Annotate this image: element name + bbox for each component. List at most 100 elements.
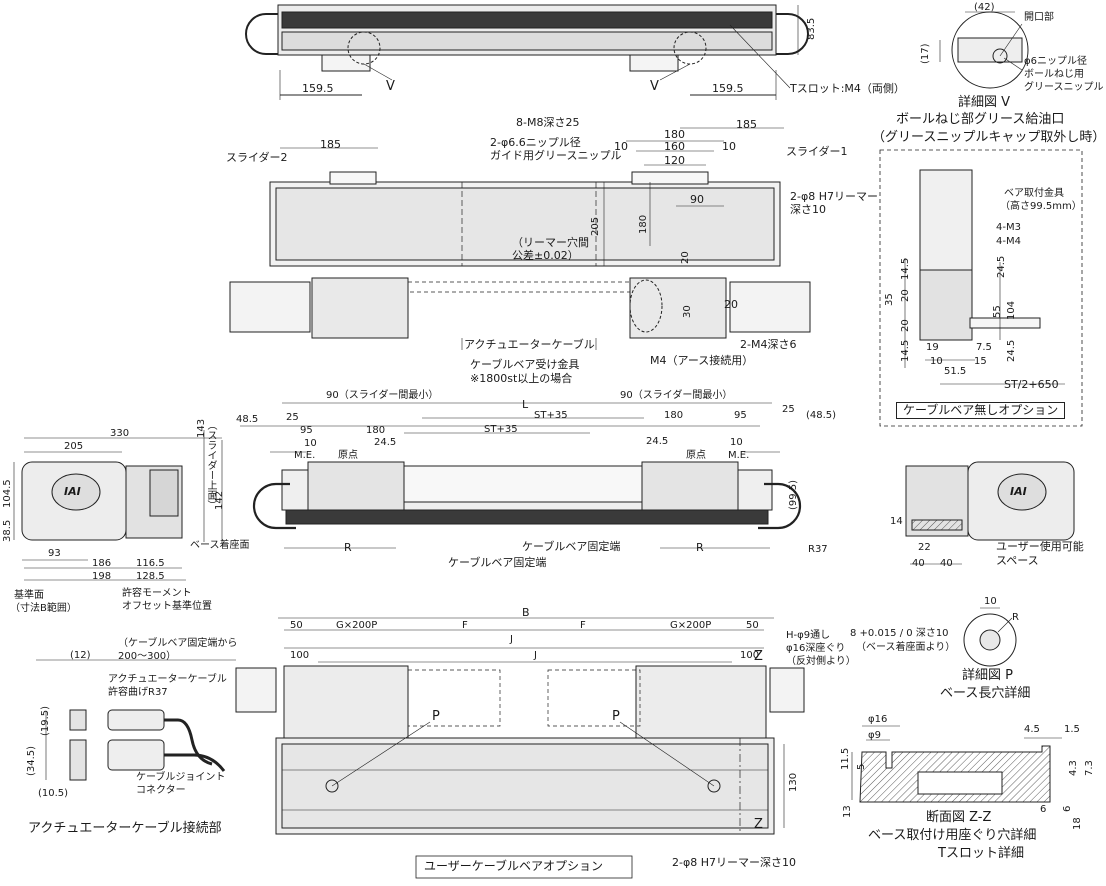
nb-dim-20-b: 20 <box>900 319 911 332</box>
evr-dim-22: 22 <box>918 542 931 553</box>
nb-dim-55: 55 <box>992 305 1003 318</box>
detail-v-nipple-1: φ6ニップル径 <box>1024 56 1087 67</box>
user-space-2: スペース <box>996 554 1039 567</box>
fv-dim-R-left: R <box>344 541 352 554</box>
iai-logo-right: IAI <box>1010 485 1027 498</box>
m4-label: 4-M4 <box>996 236 1021 247</box>
dim-120: 120 <box>664 154 685 167</box>
nb-dim-19: 19 <box>926 342 939 353</box>
cable-dim-12: (12) <box>70 650 91 661</box>
reference-label-1: 基準面 <box>14 590 44 601</box>
nb-dim-104: 104 <box>1006 300 1017 320</box>
dim-185-right: 185 <box>736 118 757 131</box>
bv-dim-F-left: F <box>462 620 468 631</box>
dim-left-offset: 159.5 <box>302 82 334 95</box>
nb-dim-35: 35 <box>884 293 895 306</box>
fv-dim-180-left: 180 <box>366 425 386 436</box>
p-marker-right: P <box>612 709 620 724</box>
detail-v-subtitle-2: （グリースニップルキャップ取外し時） <box>872 130 1106 145</box>
bear-mount-label: ベア取付金具 <box>1004 188 1064 199</box>
joint-label-2: コネクター <box>136 785 186 796</box>
bv-dim-J-upper: J <box>510 634 513 645</box>
bear-bracket-label: ケーブルベア受け金具 <box>470 358 580 371</box>
m3-label: 4-M3 <box>996 222 1021 233</box>
nb-dim-24-5-top: 24.5 <box>996 255 1007 278</box>
detail-v-nipple-2: ボールねじ用 <box>1024 69 1084 80</box>
marker-v-left: V <box>386 79 395 94</box>
dim-185-left: 185 <box>320 138 341 151</box>
hole-note-1: H-φ9通し <box>786 630 831 641</box>
fv-dim-25-right: 25 <box>782 404 795 415</box>
bv-dim-B: B <box>522 606 530 619</box>
dim-right-offset: 159.5 <box>712 82 744 95</box>
fv-dim-48-5-left: 48.5 <box>236 414 259 425</box>
dim-180-vert: 180 <box>638 214 649 234</box>
zz-dim-6-a: 6 <box>1040 804 1047 815</box>
bv-dim-100-right: 100 <box>740 650 760 661</box>
plan-view <box>229 127 811 350</box>
evl-dim-205: 205 <box>64 441 84 452</box>
hole-note-2: φ16深座ぐり <box>786 643 846 654</box>
slider-min-right: 90（スライダー間最小） <box>620 390 733 401</box>
detail-v-subtitle: ボールねじ部グリース給油口 <box>896 112 1065 127</box>
bv-dim-50-left: 50 <box>290 620 303 631</box>
me-left: M.E. <box>294 450 316 461</box>
nb-dim-15: 15 <box>974 356 987 367</box>
bend-label-1: アクチュエーターケーブル <box>108 674 227 685</box>
dim-height-83-5: 83.5 <box>806 17 817 40</box>
nb-option-title: ケーブルベア無しオプション <box>896 402 1066 419</box>
evr-dim-40-a: 40 <box>912 558 925 569</box>
zz-dim-11-5: 11.5 <box>840 747 851 770</box>
detail-v-width: (42) <box>974 2 995 13</box>
evl-dim-38-5: 38.5 <box>2 519 13 542</box>
dim-180-top: 180 <box>664 128 685 141</box>
zz-dim-13: 13 <box>842 805 853 818</box>
bear-mount-height: （高さ99.5mm） <box>1000 201 1082 212</box>
cable-dim-19-5: (19.5) <box>40 705 51 736</box>
dim-10-a: 10 <box>614 140 628 153</box>
evl-dim-198: 198 <box>92 571 112 582</box>
detail-v-height: (17) <box>920 43 931 64</box>
bend-label-2: 許容曲げR37 <box>108 687 168 698</box>
detail-p-tolerance-note: （ベース着座面より） <box>856 642 956 653</box>
fv-dim-10-left: 10 <box>304 438 317 449</box>
base-surface-label: ベース着座面 <box>190 540 250 551</box>
detail-v-opening: 開口部 <box>1024 12 1054 23</box>
slider-top-label: （スライダー上面） <box>205 420 216 510</box>
no-bear-option-box <box>879 149 1083 427</box>
zz-title: 断面図 Z-Z <box>926 810 992 825</box>
slider-min-left: 90（スライダー間最小） <box>326 390 439 401</box>
moment-label-2: オフセット基準位置 <box>122 601 212 612</box>
nb-dim-7-5: 7.5 <box>976 342 992 353</box>
front-view <box>240 402 802 549</box>
user-space-1: ユーザー使用可能 <box>996 540 1084 553</box>
fv-dim-L: L <box>522 398 529 411</box>
evl-dim-330: 330 <box>110 428 130 439</box>
fv-dim-24-5-left: 24.5 <box>374 437 397 448</box>
marker-v-right: V <box>650 79 659 94</box>
zz-dim-7-3: 7.3 <box>1084 760 1095 776</box>
detail-p <box>963 607 1017 667</box>
reference-label-2: （寸法B範囲） <box>10 603 77 614</box>
origin-right: 原点 <box>686 450 706 461</box>
section-zz <box>851 725 1062 803</box>
user-bear-option-title: ユーザーケーブルベアオプション <box>424 859 604 873</box>
fv-dim-R-right: R <box>696 541 704 554</box>
nb-dim-24-5-bottom: 24.5 <box>1006 339 1017 362</box>
nb-dim-20-a: 20 <box>900 289 911 302</box>
bv-dim-50-right: 50 <box>746 620 759 631</box>
tslot-note: Tスロット:M4（両側） <box>790 82 905 95</box>
dim-160: 160 <box>664 140 685 153</box>
slider-2-label: スライダー2 <box>226 151 288 164</box>
cable-note-2: 200〜300） <box>118 651 177 662</box>
zz-dim-6-b: 6 <box>1062 805 1073 812</box>
detail-p-dim-10: 10 <box>984 596 997 607</box>
evr-dim-14: 14 <box>890 516 903 527</box>
zz-dim-18: 18 <box>1072 817 1083 830</box>
joint-label-1: ケーブルジョイント <box>136 772 226 783</box>
evl-dim-186: 186 <box>92 558 112 569</box>
zz-dim-5: 5 <box>856 763 867 770</box>
bear-1800-note: ※1800st以上の場合 <box>470 372 573 385</box>
detail-p-R: R <box>1012 612 1019 623</box>
